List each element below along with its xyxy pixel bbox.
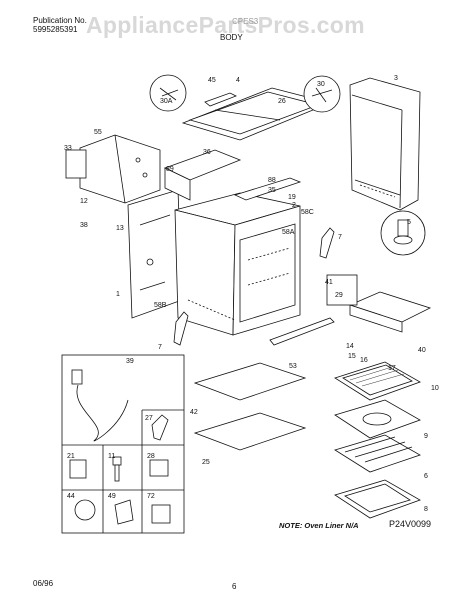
callout: 28 [147, 453, 155, 460]
callout: 7 [338, 234, 342, 241]
callout: 88 [268, 177, 276, 184]
callout: 40 [418, 347, 426, 354]
detail-circle-30 [303, 75, 341, 113]
callout: 7 [158, 344, 162, 351]
top-panel-part [181, 87, 332, 141]
callout: 39 [126, 358, 134, 365]
callout: 13 [116, 225, 124, 232]
callout: 19 [288, 194, 296, 201]
callout: 27 [145, 415, 153, 422]
callout: 29 [335, 292, 343, 299]
callout: 53 [289, 363, 297, 370]
callout: 33 [64, 145, 72, 152]
callout: 14 [346, 343, 354, 350]
callout: 25 [202, 459, 210, 466]
callout: 49 [108, 493, 116, 500]
drawer-assembly [348, 291, 432, 333]
callout: 11 [108, 453, 115, 460]
callout: 42 [190, 409, 198, 416]
door-hinges [173, 227, 335, 346]
leveling-leg-detail [380, 210, 426, 256]
callout: 15 [348, 353, 356, 360]
callout: 35 [268, 187, 276, 194]
callout: 41 [325, 279, 333, 286]
watermark: AppliancePartsPros.com [86, 12, 365, 38]
callout: 36 [203, 149, 211, 156]
callout: 21 [67, 453, 75, 460]
callout: 30 [317, 81, 325, 88]
oven-cabinet [174, 192, 301, 336]
callout: 16 [360, 357, 368, 364]
detail-box-29 [326, 274, 358, 306]
callout: 58C [301, 209, 314, 216]
callout: 38 [80, 222, 88, 229]
detail-circle-30a [149, 74, 187, 112]
footer-date: 06/96 [33, 579, 54, 588]
publication-label: Publication No. [33, 16, 87, 25]
small-parts-box [61, 354, 185, 534]
callout: 4 [236, 77, 240, 84]
callout: 3 [394, 75, 398, 82]
callout: 26 [278, 98, 286, 105]
oven-racks [334, 361, 421, 519]
callout: 6 [424, 473, 428, 480]
callout: 72 [147, 493, 155, 500]
callout: 45 [208, 77, 216, 84]
lower-panels [193, 362, 307, 451]
callout-labels: 45 4 30 3 30A 26 55 33 89 36 88 35 19 2 … [64, 75, 439, 513]
callout: 44 [67, 493, 75, 500]
left-side-panel [127, 189, 183, 319]
rail-53 [269, 317, 335, 346]
callout: 8 [424, 506, 428, 513]
model-number: CPES3 [232, 17, 259, 26]
oven-liner-note: NOTE: Oven Liner N/A [279, 521, 359, 530]
publication-number: 5995285391 [33, 25, 78, 34]
callout: 30A [160, 98, 173, 105]
page-number: 6 [232, 582, 237, 591]
callout: 5 [407, 219, 411, 226]
callout: 2 [292, 202, 296, 209]
callout: 17 [388, 365, 396, 372]
control-console [163, 149, 302, 201]
callout: 89 [166, 166, 174, 173]
callout: 10 [431, 385, 439, 392]
callout: 58A [282, 229, 295, 236]
section-title: BODY [220, 33, 243, 42]
callout: 58B [154, 302, 167, 309]
callout: 12 [80, 198, 88, 205]
control-panel-back [65, 134, 161, 204]
callout: 1 [116, 291, 120, 298]
header-block: Publication No. 5995285391 [33, 16, 87, 34]
callout: 55 [94, 129, 102, 136]
figure-code: P24V0099 [389, 519, 432, 529]
callout: 9 [424, 433, 428, 440]
back-panel-part [349, 77, 421, 211]
